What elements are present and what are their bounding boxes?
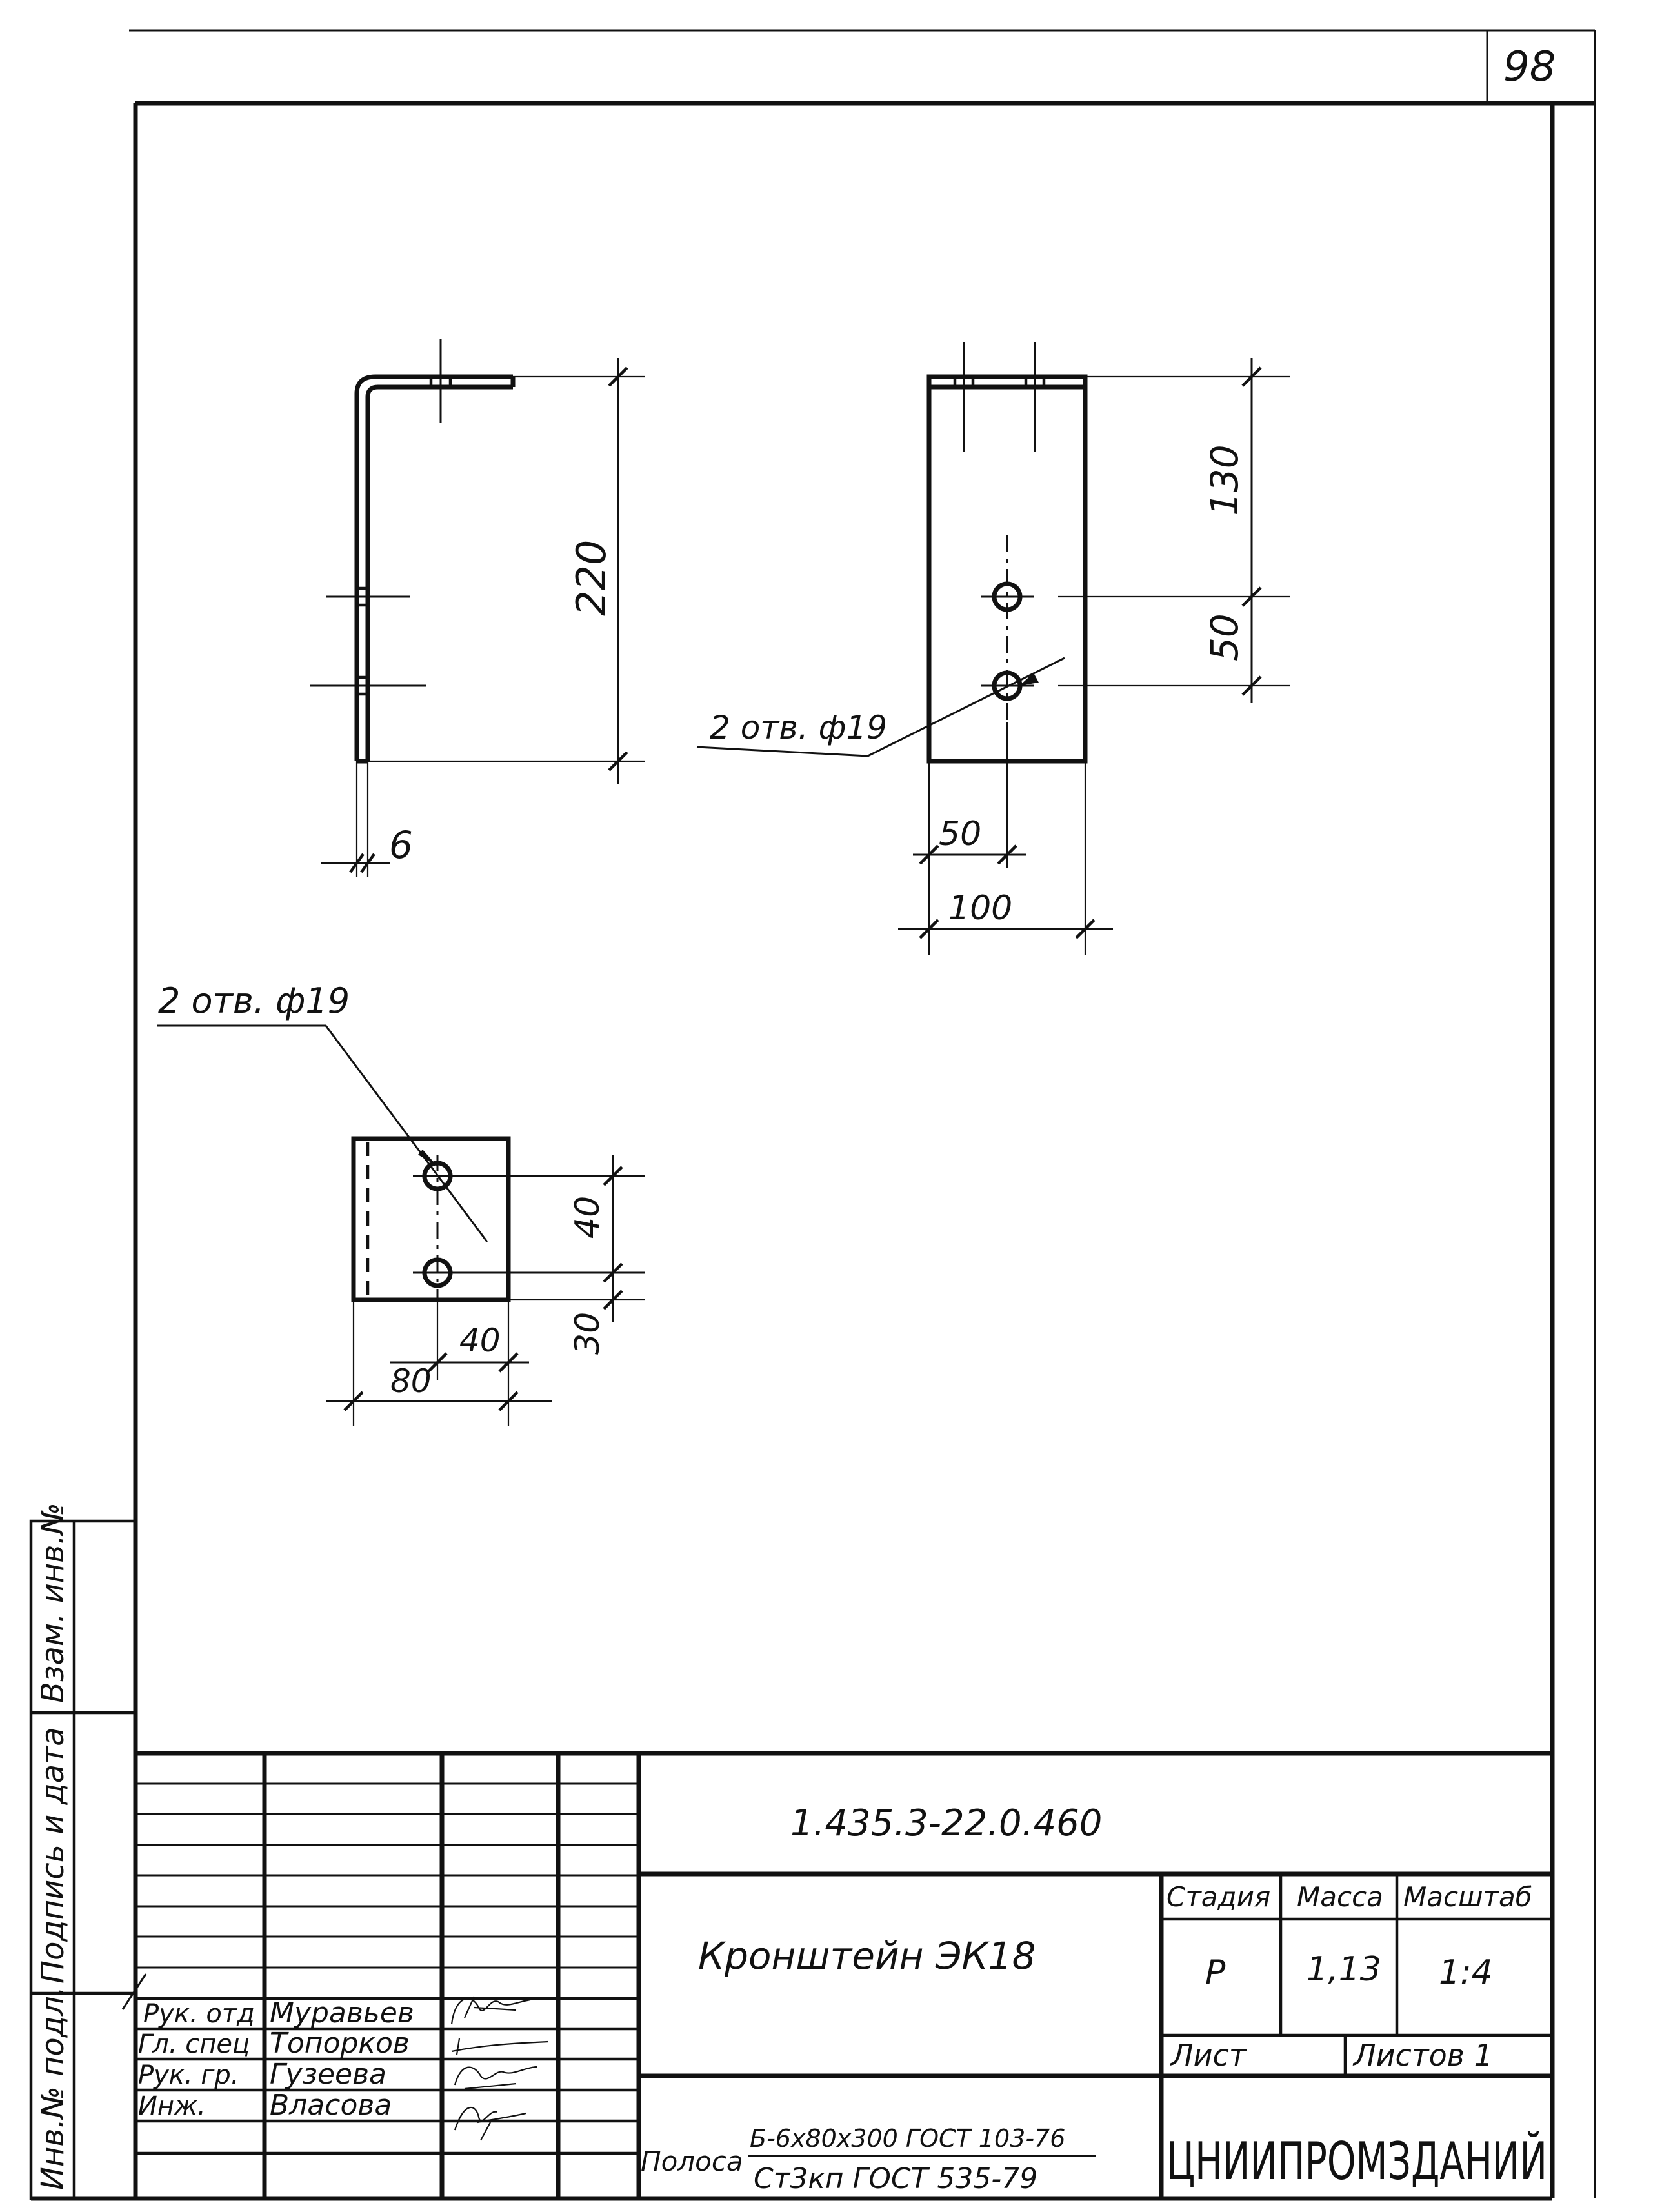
- plan-holes-note: 2 отв. ф19: [158, 981, 350, 1021]
- plan-dim-edge: 30: [568, 1312, 607, 1355]
- material-denominator: Ст3кп ГОСТ 535-79: [754, 2162, 1037, 2195]
- side-dim-height: 220: [568, 540, 615, 616]
- header-sheet: Лист: [1170, 2038, 1247, 2073]
- front-dim-top: 130: [1203, 444, 1246, 516]
- document-code: 1.435.3-22.0.460: [790, 1802, 1102, 1844]
- organization: ЦНИИПРОМЗДАНИЙ: [1166, 2131, 1547, 2191]
- side-dim-thickness: 6: [389, 823, 413, 867]
- value-stage: Р: [1205, 1953, 1226, 1992]
- drawing-title: Кронштейн ЭК18: [698, 1934, 1036, 1978]
- plan-dim-between: 40: [568, 1196, 607, 1239]
- material-numerator: Б-6x80x300 ГОСТ 103-76: [750, 2124, 1065, 2153]
- staff-name: Гузеева: [270, 2058, 386, 2091]
- plan-dim-half-width: 40: [459, 1322, 501, 1359]
- front-dim-width: 100: [948, 889, 1012, 928]
- staff-role: Инж.: [138, 2091, 206, 2121]
- title-block: [135, 1751, 1552, 2198]
- header-scale: Масштаб: [1403, 1881, 1532, 1913]
- header-stage: Стадия: [1166, 1881, 1270, 1913]
- staff-role: Гл. спец: [138, 2029, 250, 2059]
- value-scale: 1:4: [1439, 1953, 1493, 1992]
- staff-name: Топорков: [270, 2027, 410, 2060]
- side-stamp: Взам. инв.№ Подпись и дата Инв.№ подл.: [29, 1502, 137, 2200]
- value-mass: 1,13: [1307, 1950, 1381, 1989]
- stamp-vzam-inv: Взам. инв.№: [35, 1502, 71, 1703]
- front-dim-half-width: 50: [939, 815, 981, 853]
- front-holes-note: 2 отв. ф19: [710, 709, 887, 746]
- staff-name: Муравьев: [270, 1997, 414, 2029]
- front-view: [696, 342, 1290, 955]
- header-sheets: Листов 1: [1352, 2038, 1493, 2073]
- plan-dim-width: 80: [390, 1362, 432, 1400]
- front-dim-between: 50: [1203, 613, 1246, 661]
- staff-role: Рук. отд: [143, 1999, 255, 2029]
- signatures: [450, 1996, 549, 2141]
- plan-view: [157, 1024, 645, 1426]
- header-mass: Масса: [1297, 1881, 1383, 1913]
- staff-table: Рук. отд Муравьев Гл. спец Топорков Рук.…: [121, 1973, 414, 2122]
- stamp-inv-podl: Инв.№ подл.: [35, 1986, 71, 2190]
- side-view: [310, 339, 645, 877]
- staff-role: Рук. гр.: [138, 2060, 239, 2090]
- material-prefix: Полоса: [641, 2146, 743, 2177]
- staff-name: Власова: [270, 2089, 392, 2122]
- page-number: 98: [1503, 43, 1556, 91]
- stamp-signature-date: Подпись и дата: [35, 1727, 71, 1984]
